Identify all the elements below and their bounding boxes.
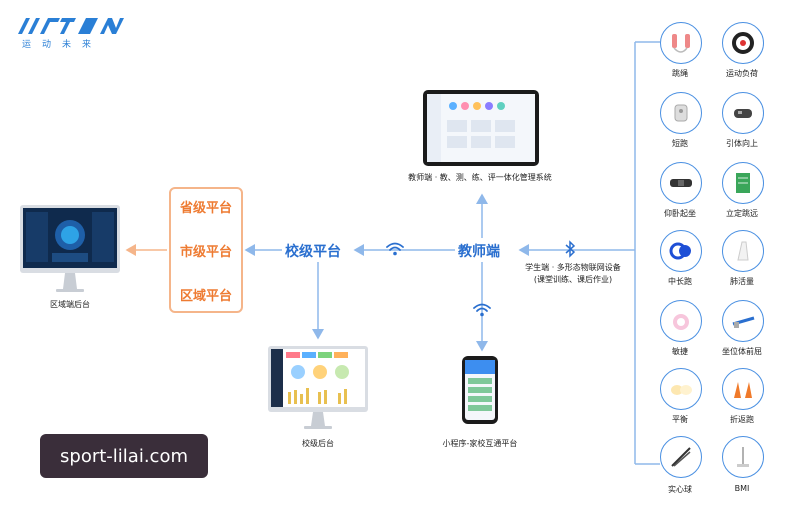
device-label: 实心球 [668,485,692,494]
device-exercise-load [722,22,764,64]
device-label: 引体向上 [726,139,758,148]
device-label: 肺活量 [730,277,754,286]
device-label: 短跑 [672,139,688,148]
device-label: 运动负荷 [726,69,758,78]
watermark: sport-lilai.com [40,434,208,478]
device-label: 跳绳 [672,69,688,78]
device-sit-up [660,162,702,204]
brand-logo [18,18,124,34]
spirometer-icon [737,241,749,261]
device-label: 仰卧起坐 [664,209,696,218]
sprint-sensor-icon [674,104,688,122]
teacher-tablet [423,90,539,166]
device-label: 平衡 [672,415,688,424]
school-backend-monitor [268,346,368,429]
district-platform-label: 区域平台 [179,289,232,304]
mini-program-phone [462,356,498,424]
brand-subtitle: 运动未来 [22,40,103,50]
device-label: 立定跳远 [726,209,758,218]
device-middle-long-run [660,230,702,272]
device-label: 折返跑 [730,415,754,424]
school-backend-caption: 校级后台 [302,439,334,448]
run-tracker-icon [669,242,691,260]
device-label: 敏捷 [672,347,688,356]
sit-up-band-icon [670,179,692,187]
wristband-icon [732,32,754,54]
jump-rope-icon [672,34,690,53]
device-standing-jump [722,162,764,204]
platforms-box [169,187,243,313]
device-vital-capacity [722,230,764,272]
sit-reach-icon [732,316,755,328]
balance-pad-icon [671,385,692,395]
school-platform-label: 校级平台 [285,244,341,260]
teacher-system-caption: 教师端 · 教、测、练、评一体化管理系统 [408,173,552,182]
pull-up-sensor-icon [734,109,752,118]
district-backend-monitor [20,205,120,292]
bmi-scale-icon [737,447,749,467]
device-jump-rope [660,22,702,64]
device-label: BMI [734,484,750,493]
agility-pad-icon [673,314,689,330]
throw-stick-icon [671,447,691,467]
device-shuttle-run [722,368,764,410]
device-bmi [722,436,764,478]
device-medicine-ball [660,436,702,478]
cone-icon [734,382,752,398]
device-sprint [660,92,702,134]
device-label: 中长跑 [668,277,692,286]
teacher-node-label: 教师端 [458,244,500,260]
device-agility [660,300,702,342]
district-backend-caption: 区域端后台 [50,300,90,309]
mini-program-caption: 小程序-家校互通平台 [442,439,518,448]
bluetooth-icon [565,240,576,258]
student-caption: 学生端 · 多形态物联网设备 [525,263,621,272]
wifi-icon [473,303,491,317]
city-platform-label: 市级平台 [179,245,232,260]
wifi-icon [386,242,404,256]
student-caption-sub: (课堂训练、课后作业) [533,275,613,284]
device-balance [660,368,702,410]
provincial-platform-label: 省级平台 [179,201,232,216]
device-pull-up [722,92,764,134]
device-label: 坐位体前屈 [722,347,762,356]
jump-mat-icon [736,173,750,193]
device-sit-and-reach [722,300,764,342]
